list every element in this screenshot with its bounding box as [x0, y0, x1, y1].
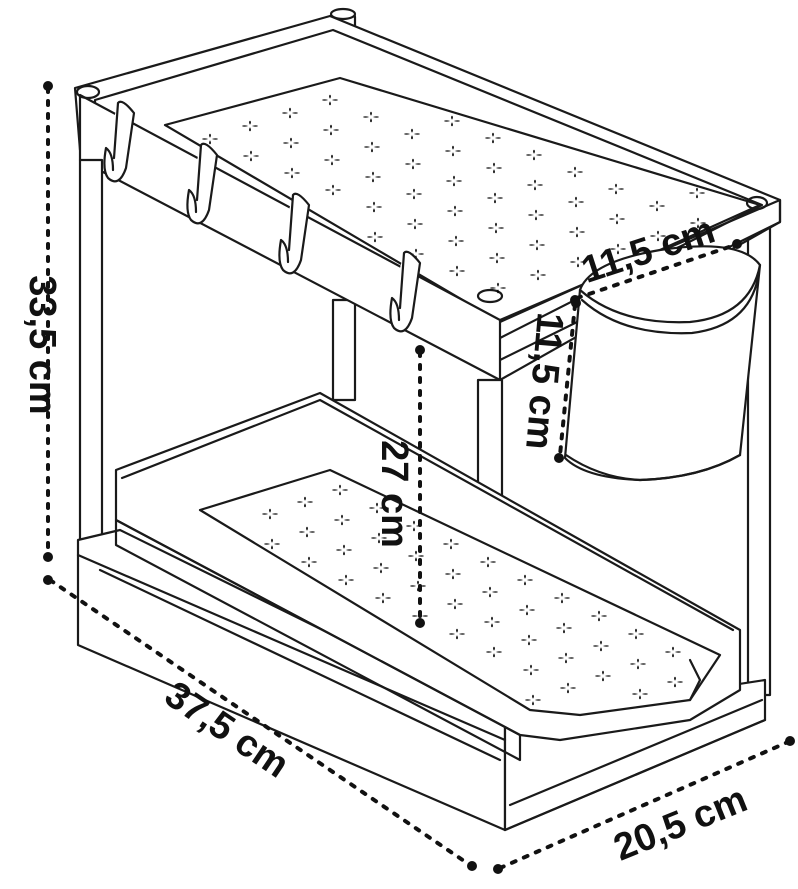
dimension-inner-height: 27 cm: [373, 345, 425, 628]
bottom-drawer: [76, 391, 767, 832]
hook: [186, 142, 219, 225]
label-depth: 20,5 cm: [608, 778, 753, 869]
hook: [389, 250, 422, 333]
dimension-total-height: 33,5 cm: [21, 81, 63, 562]
cup-icon: [563, 245, 762, 482]
hook: [278, 192, 311, 275]
hook: [103, 100, 136, 183]
hook-icon: [103, 100, 422, 333]
label-total-height: 33,5 cm: [21, 275, 63, 414]
label-inner-height: 27 cm: [373, 440, 415, 548]
